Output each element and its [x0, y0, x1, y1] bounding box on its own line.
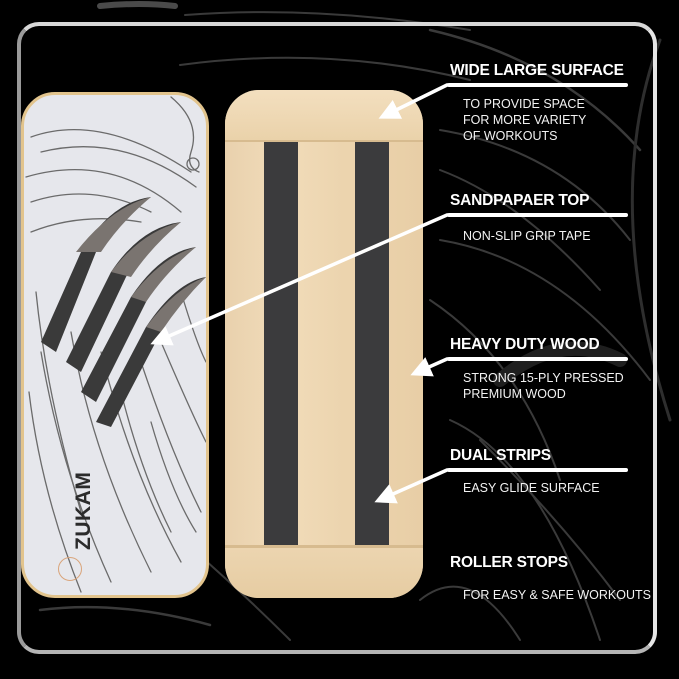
glide-strip-left	[264, 142, 298, 547]
brand-logo-ring	[58, 557, 82, 581]
feature-title: SANDPAPAER TOP	[450, 192, 590, 209]
feature-frame	[17, 22, 657, 654]
feature-title: HEAVY DUTY WOOD	[450, 336, 600, 353]
board-top-grip-side: ZUKAM	[21, 92, 209, 598]
underline	[447, 468, 628, 472]
roller-stop-bottom	[225, 545, 423, 598]
feature-title: WIDE LARGE SURFACE	[450, 62, 624, 79]
underline	[447, 213, 628, 217]
feature-description: FOR EASY & SAFE WORKOUTS	[463, 588, 651, 602]
feature-roller-stops: ROLLER STOPS FOR EASY & SAFE WORKOUTS	[450, 554, 651, 602]
underline	[447, 357, 628, 361]
feature-sandpaper-top: SANDPAPAER TOP NON-SLIP GRIP TAPE	[447, 192, 628, 243]
feature-heavy-duty-wood: HEAVY DUTY WOOD STRONG 15-PLY PRESSED PR…	[447, 336, 628, 401]
feature-title: ROLLER STOPS	[450, 554, 568, 571]
claw-scratch-graphic	[25, 96, 206, 593]
board-bottom-wood-side	[225, 90, 423, 598]
feature-description: STRONG 15-PLY PRESSED PREMIUM WOOD	[463, 371, 624, 401]
glide-strip-right	[355, 142, 389, 547]
brand-logo-text: ZUKAM	[72, 471, 95, 550]
underline	[447, 83, 628, 87]
roller-stop-top	[225, 90, 423, 142]
feature-description: TO PROVIDE SPACE FOR MORE VARIETY OF WOR…	[463, 97, 587, 143]
feature-description: NON-SLIP GRIP TAPE	[463, 229, 591, 243]
feature-title: DUAL STRIPS	[450, 447, 551, 464]
feature-wide-large-surface: WIDE LARGE SURFACE TO PROVIDE SPACE FOR …	[447, 62, 628, 143]
feature-description: EASY GLIDE SURFACE	[463, 481, 600, 495]
feature-dual-strips: DUAL STRIPS EASY GLIDE SURFACE	[447, 447, 628, 495]
